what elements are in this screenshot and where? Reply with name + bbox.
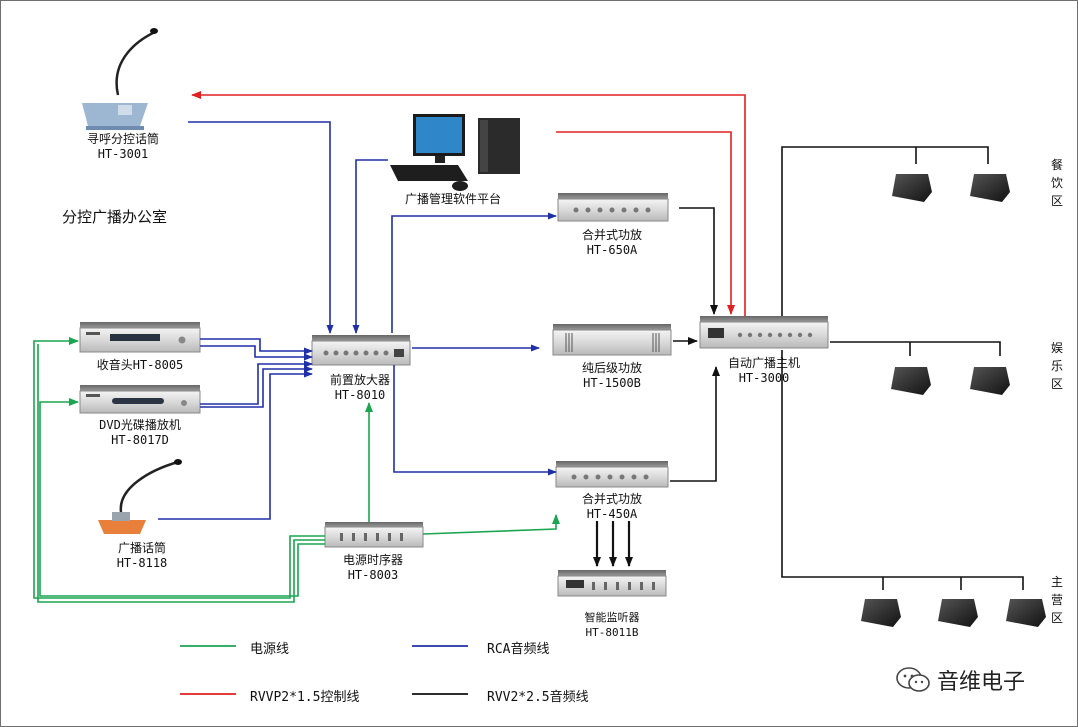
paging-mic-label: 寻呼分控话筒 HT-3001	[87, 132, 159, 162]
speaker-main-2	[938, 599, 978, 627]
monitor-model: HT-8011B	[585, 626, 639, 639]
amp-1500-name: 纯后级功放	[581, 361, 643, 375]
amp-1500-model: HT-1500B	[583, 376, 641, 390]
host-name: 自动广播主机	[727, 356, 801, 370]
amp-650-unit	[557, 193, 669, 222]
broadcast-mic-name: 广播话筒	[117, 541, 167, 555]
host-unit	[699, 316, 829, 349]
preamp-label: 前置放大器 HT-8010	[330, 373, 390, 403]
software-label: 广播管理软件平台	[404, 192, 502, 206]
dvd-model: HT-8017D	[111, 433, 169, 447]
legend-power: 电源线	[250, 642, 290, 657]
power-lines	[33, 337, 560, 603]
speaker-ent-2	[970, 367, 1010, 395]
host-label: 自动广播主机 HT-3000	[728, 356, 800, 386]
dvd-label: DVD光碟播放机 HT-8017D	[99, 418, 181, 448]
amp-450-name: 合并式功放	[581, 492, 643, 506]
zone-entertainment: 娱乐区	[1050, 341, 1063, 391]
paging-mic-icon	[82, 28, 158, 130]
sequencer-name: 电源时序器	[342, 553, 404, 567]
computer-icon	[390, 114, 520, 191]
audio-lines	[593, 146, 1024, 590]
tuner-unit	[79, 322, 201, 353]
zone-dining: 餐饮区	[1050, 158, 1063, 208]
speaker-main-3	[1006, 599, 1046, 627]
legend-control: RVVP2*1.5控制线	[250, 690, 360, 705]
monitor-unit	[557, 570, 667, 597]
monitor-label: 智能监听器 HT-8011B	[585, 610, 640, 640]
host-model: HT-3000	[738, 371, 790, 385]
speaker-ent-1	[891, 367, 931, 395]
amp-650-model: HT-650A	[586, 243, 638, 257]
speaker-dining-2	[970, 174, 1010, 202]
sequencer-label: 电源时序器 HT-8003	[343, 553, 403, 583]
amp-1500-label: 纯后级功放 HT-1500B	[582, 361, 642, 391]
amp-650-name: 合并式功放	[581, 228, 643, 242]
amp-450-unit	[555, 461, 669, 488]
broadcast-mic-icon	[98, 459, 182, 534]
dvd-unit	[79, 385, 201, 414]
preamp-model: HT-8010	[334, 388, 386, 402]
sequencer-model: HT-8003	[347, 568, 399, 582]
speaker-main-1	[861, 599, 901, 627]
speaker-dining-1	[892, 174, 932, 202]
watermark: 音维电子	[895, 664, 1025, 696]
control-lines	[191, 91, 746, 316]
preamp-name: 前置放大器	[329, 373, 391, 387]
legend-lines	[180, 645, 468, 695]
office-label: 分控广播办公室	[62, 208, 168, 226]
sequencer-unit	[324, 522, 424, 548]
paging-mic-model: HT-3001	[97, 147, 149, 161]
broadcast-mic-model: HT-8118	[116, 556, 168, 570]
legend-audio: RVV2*2.5音频线	[487, 690, 589, 705]
broadcast-mic-label: 广播话筒 HT-8118	[117, 541, 168, 571]
dvd-name: DVD光碟播放机	[99, 418, 181, 432]
monitor-name: 智能监听器	[584, 611, 640, 624]
tuner-label: 收音头HT-8005	[96, 358, 184, 372]
amp-450-label: 合并式功放 HT-450A	[582, 492, 642, 522]
watermark-text: 音维电子	[937, 670, 1026, 695]
rca-lines	[158, 121, 557, 520]
amp-450-model: HT-450A	[586, 507, 638, 521]
wechat-icon	[896, 667, 930, 692]
amp-650-label: 合并式功放 HT-650A	[582, 228, 642, 258]
preamp-unit	[311, 335, 411, 366]
speakers	[861, 174, 1046, 627]
paging-mic-name: 寻呼分控话筒	[86, 132, 160, 146]
amp-1500-unit	[552, 324, 672, 356]
legend-rca: RCA音频线	[487, 642, 550, 657]
zone-main: 主营区	[1050, 575, 1063, 625]
